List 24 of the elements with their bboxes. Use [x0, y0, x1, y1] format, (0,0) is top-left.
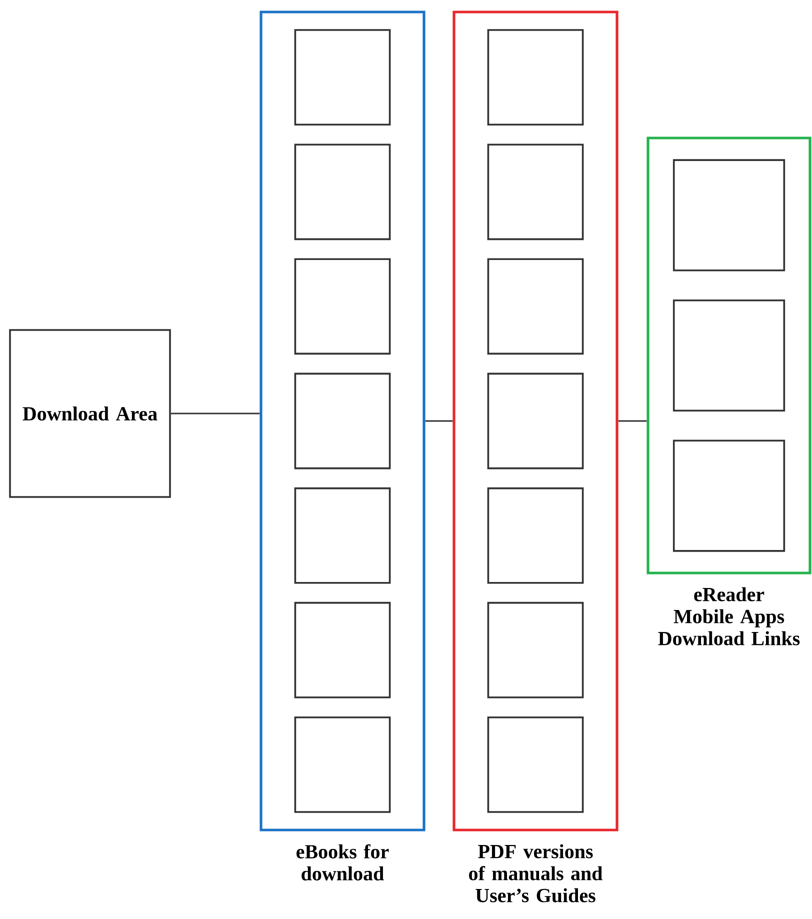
column-caption: eReader Mobile Apps Download Links — [658, 587, 800, 646]
empty-box — [294, 258, 391, 355]
empty-box — [672, 299, 786, 412]
empty-box — [294, 144, 391, 240]
empty-box — [487, 372, 584, 470]
empty-box — [487, 716, 584, 813]
empty-box — [294, 487, 391, 584]
empty-box — [294, 372, 391, 470]
column-caption: PDF versions of manuals and User’s Guides — [469, 844, 602, 902]
connector-line — [425, 420, 453, 422]
empty-box — [487, 602, 584, 698]
empty-box — [487, 144, 584, 240]
connector-line — [618, 420, 647, 422]
empty-box — [487, 487, 584, 584]
process-box: Download Area — [9, 329, 171, 498]
empty-box — [294, 716, 391, 813]
empty-box — [672, 440, 786, 552]
empty-box — [294, 29, 391, 126]
empty-box — [294, 602, 391, 698]
empty-box — [487, 29, 584, 126]
column-caption: eBooks for download — [296, 844, 389, 880]
connector-line — [170, 412, 260, 414]
empty-box — [672, 159, 786, 272]
empty-box — [487, 258, 584, 355]
